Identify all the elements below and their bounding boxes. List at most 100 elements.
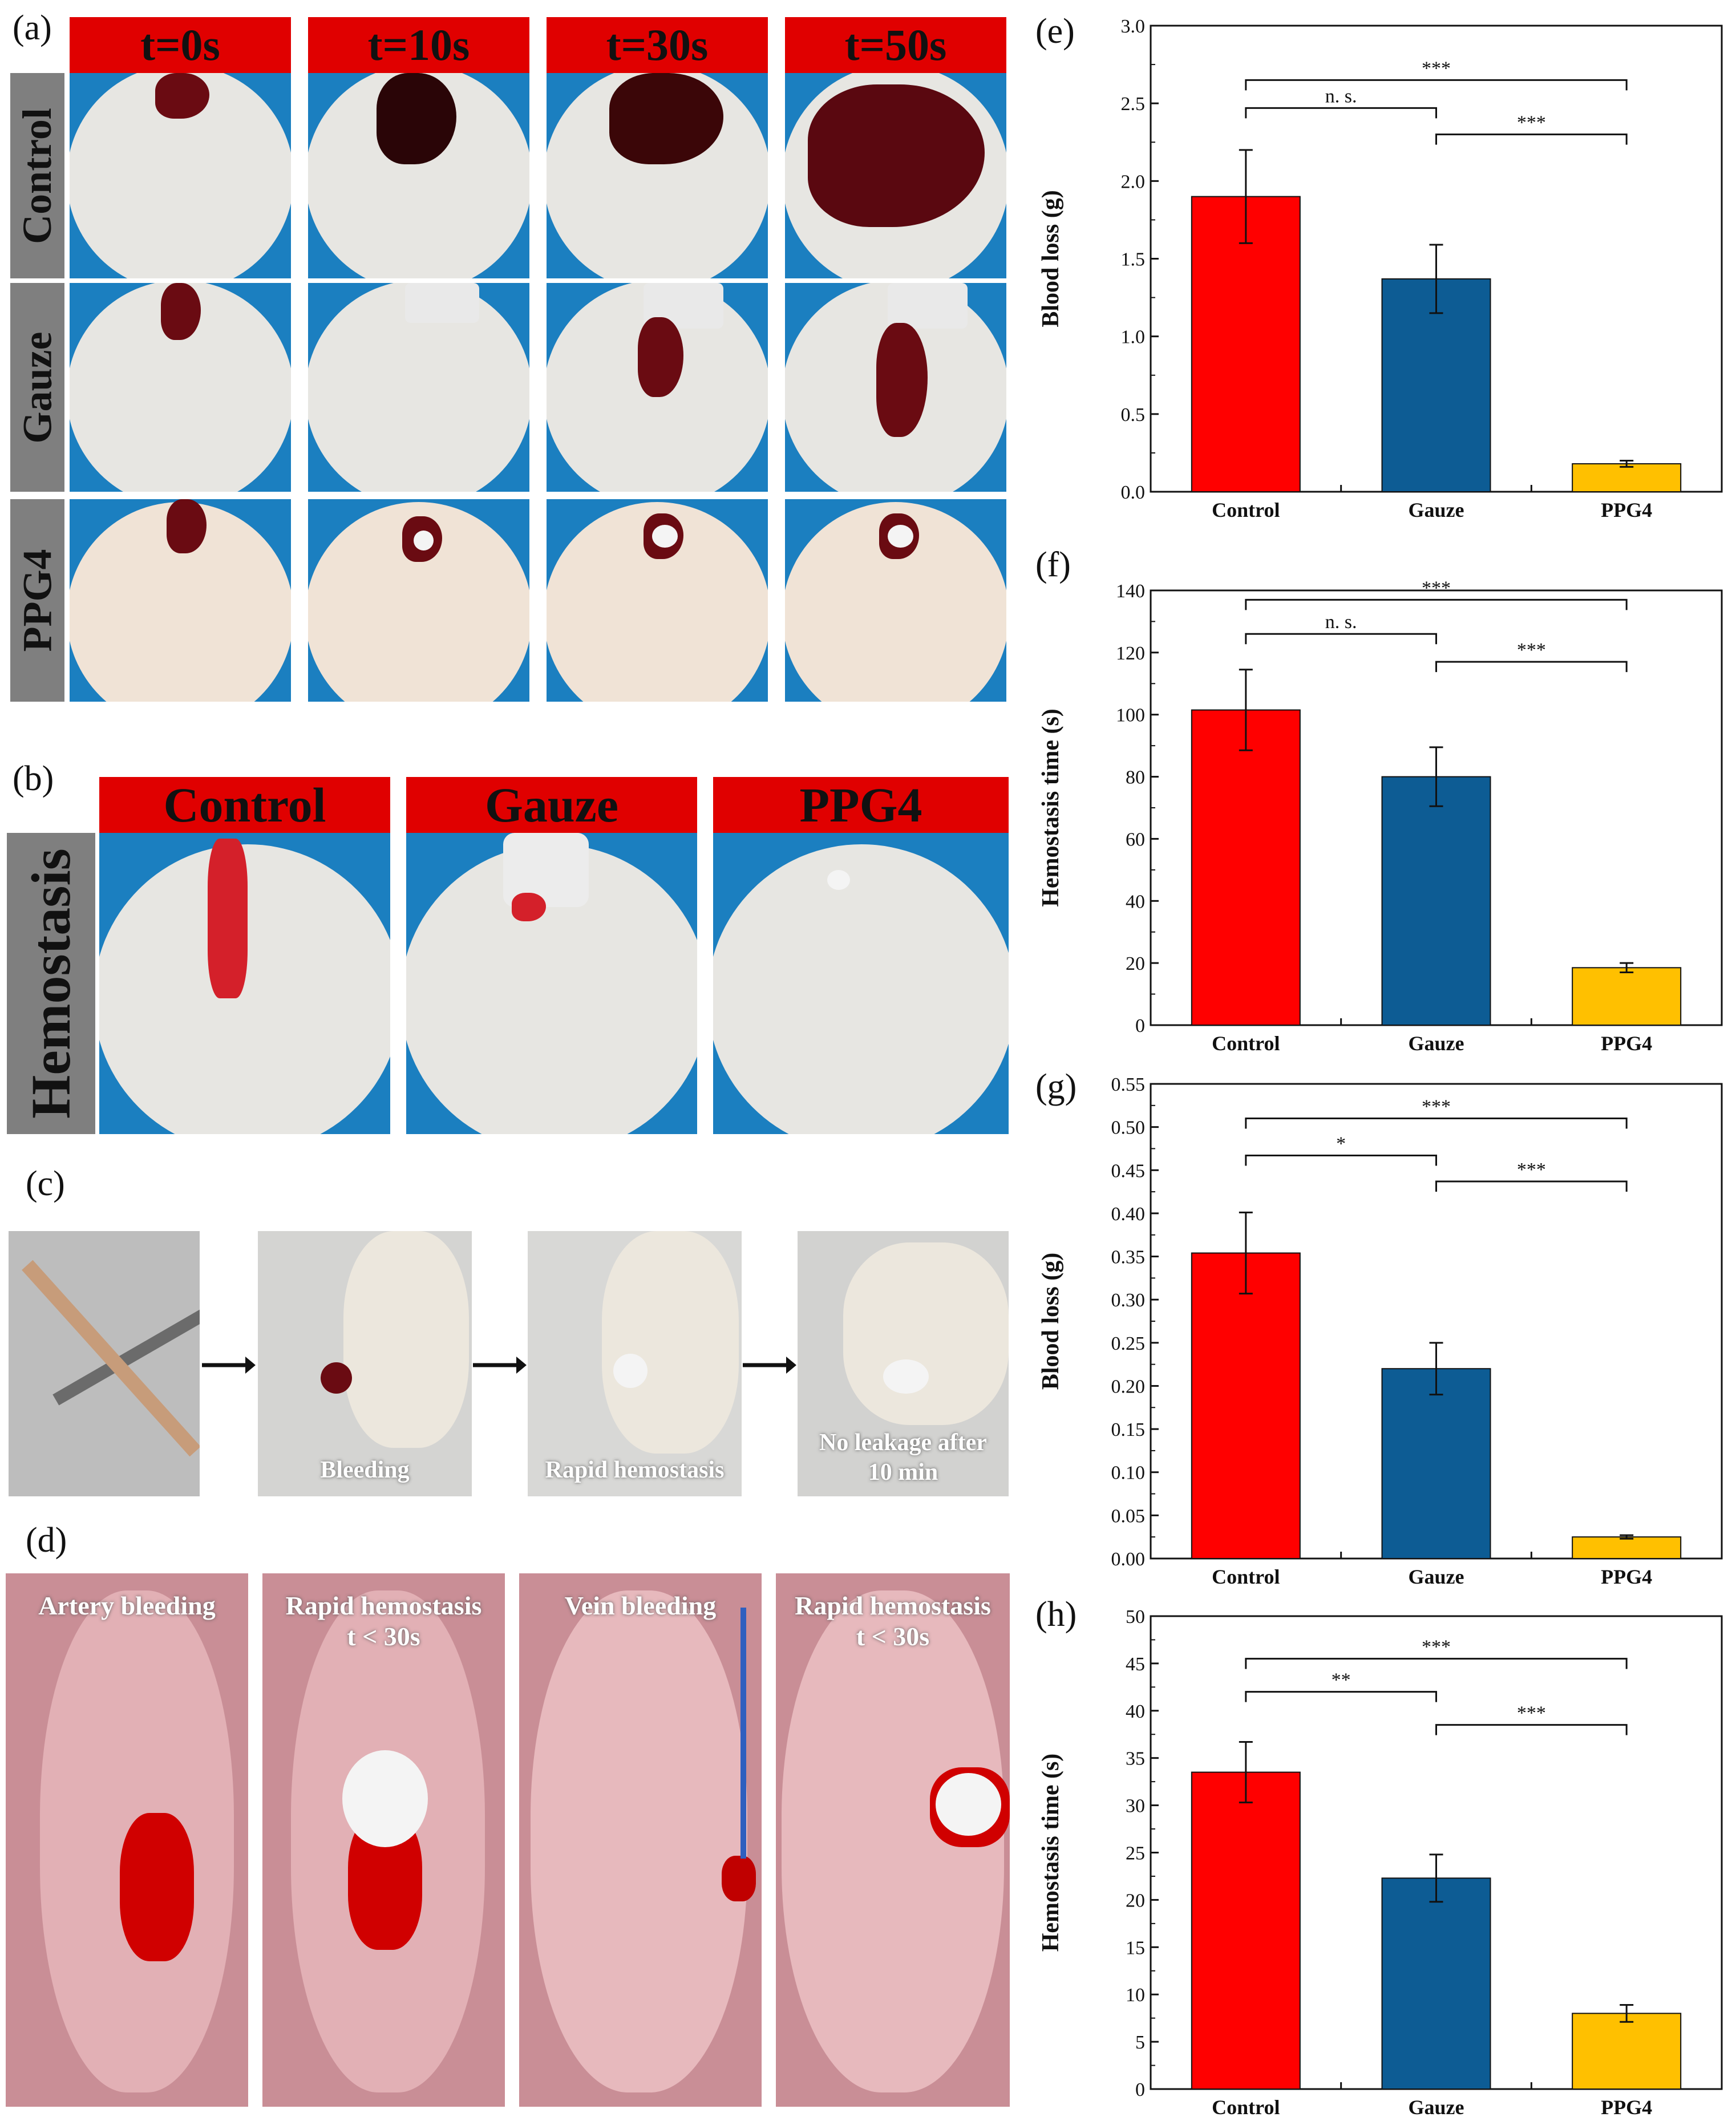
caption-d-rapid-2: Rapid hemostasis t < 30s	[795, 1591, 991, 1651]
photo-gauze-t50	[785, 283, 1006, 492]
significance-label: ***	[1517, 1703, 1546, 1724]
x-tick-label: PPG4	[1601, 2096, 1652, 2119]
x-tick-label: Control	[1212, 499, 1280, 521]
y-tick-label: 0.10	[1111, 1463, 1146, 1484]
bar-ppg4	[1572, 2013, 1682, 2090]
caption-c-bleeding: Bleeding	[320, 1457, 410, 1483]
significance-label: n. s.	[1325, 86, 1357, 107]
photo-control-t10	[308, 73, 529, 278]
photo-b-control	[99, 833, 390, 1134]
significance-label: ***	[1517, 1159, 1546, 1180]
photo-c-bleeding: Bleeding	[258, 1231, 472, 1496]
y-tick-label: 25	[1126, 1843, 1145, 1864]
significance-bracket	[1245, 1155, 1437, 1166]
significance-bracket	[1435, 133, 1628, 145]
y-tick-label: 20	[1126, 953, 1145, 974]
row-label-ppg4: PPG4	[10, 499, 64, 702]
bar-ppg4	[1572, 463, 1682, 492]
photo-b-gauze	[406, 833, 697, 1134]
y-axis-label: Blood loss (g)	[1038, 1253, 1064, 1390]
significance-label: ***	[1422, 1637, 1451, 1658]
y-tick-label: 1.0	[1121, 327, 1146, 348]
significance-bracket	[1245, 79, 1628, 91]
caption-c-rapid-hemostasis: Rapid hemostasis	[545, 1457, 725, 1483]
y-tick-label: 15	[1126, 1937, 1145, 1958]
bar-ppg4	[1572, 1536, 1682, 1560]
y-axis-label: Hemostasis time (s)	[1038, 1754, 1064, 1952]
photo-c-cut	[9, 1231, 200, 1496]
x-tick-label: PPG4	[1601, 1565, 1652, 1588]
significance-label: ***	[1422, 577, 1451, 598]
header-b-control: Control	[99, 777, 390, 833]
significance-label: **	[1332, 1670, 1351, 1691]
caption-c-no-leakage: No leakage after 10 min	[819, 1430, 987, 1485]
arrow-icon-3	[743, 1357, 796, 1374]
y-tick-label: 30	[1126, 1796, 1145, 1817]
y-tick-label: 100	[1116, 705, 1145, 726]
panel-b-label: (b)	[13, 759, 54, 798]
y-axis-label: Hemostasis time (s)	[1038, 709, 1064, 907]
photo-gauze-t0	[70, 283, 291, 492]
chart-g-blood-loss: 0.000.050.100.150.200.250.300.350.400.45…	[1038, 1074, 1723, 1588]
y-tick-label: 0.25	[1111, 1333, 1146, 1354]
bar-gauze	[1381, 776, 1491, 1026]
y-tick-label: 5	[1135, 2032, 1145, 2053]
y-tick-label: 35	[1126, 1748, 1145, 1770]
panel-g-label: (g)	[1035, 1067, 1077, 1106]
bar-gauze	[1381, 1368, 1491, 1559]
caption-d-vein: Vein bleeding	[564, 1591, 717, 1620]
bar-ppg4	[1572, 967, 1682, 1026]
photo-control-t0	[70, 73, 291, 278]
x-tick-label: Control	[1212, 1565, 1280, 1588]
photo-b-ppg4	[713, 833, 1009, 1134]
header-t0: t=0s	[70, 17, 291, 73]
arrow-icon-2	[473, 1357, 527, 1374]
bar-control	[1191, 1252, 1301, 1559]
header-b-ppg4: PPG4	[713, 777, 1009, 833]
significance-bracket	[1245, 107, 1437, 119]
y-tick-label: 2.0	[1121, 171, 1146, 192]
significance-label: ***	[1422, 58, 1451, 79]
caption-d-artery: Artery bleeding	[38, 1591, 216, 1620]
significance-bracket	[1245, 633, 1437, 645]
header-t30: t=30s	[547, 17, 768, 73]
photo-d-vein-bleeding: Vein bleeding	[519, 1573, 762, 2107]
y-tick-label: 50	[1126, 1606, 1145, 1628]
y-tick-label: 120	[1116, 643, 1145, 664]
significance-label: n. s.	[1325, 612, 1357, 633]
photo-ppg4-t30	[547, 499, 768, 702]
x-tick-label: Control	[1212, 1032, 1280, 1055]
photo-ppg4-t50	[785, 499, 1006, 702]
significance-bracket	[1245, 598, 1628, 610]
bar-control	[1191, 1771, 1301, 2090]
y-tick-label: 0.15	[1111, 1419, 1146, 1440]
row-label-hemostasis: Hemostasis	[7, 833, 95, 1134]
y-tick-label: 0.30	[1111, 1290, 1146, 1311]
x-tick-label: Gauze	[1409, 2096, 1464, 2119]
panel-h-label: (h)	[1035, 1595, 1077, 1634]
caption-d-rapid-1: Rapid hemostasis t < 30s	[285, 1591, 482, 1651]
photo-c-hemostasis: Rapid hemostasis	[528, 1231, 742, 1496]
photo-control-t30	[547, 73, 768, 278]
photo-d-artery-bleeding: Artery bleeding	[6, 1573, 248, 2107]
significance-bracket	[1245, 1691, 1437, 1702]
y-tick-label: 0.35	[1111, 1247, 1146, 1268]
header-b-gauze: Gauze	[406, 777, 697, 833]
significance-bracket	[1245, 1118, 1628, 1129]
significance-bracket	[1435, 1724, 1628, 1735]
x-tick-label: Control	[1212, 2096, 1280, 2119]
y-tick-label: 60	[1126, 829, 1145, 850]
bar-gauze	[1381, 1877, 1491, 2090]
significance-bracket	[1435, 661, 1628, 673]
photo-d-rapid-hemostasis-1: Rapid hemostasis t < 30s	[262, 1573, 505, 2107]
arrow-icon-1	[202, 1357, 256, 1374]
y-tick-label: 40	[1126, 1701, 1145, 1722]
y-tick-label: 0.45	[1111, 1160, 1146, 1181]
y-tick-label: 20	[1126, 1890, 1145, 1911]
photo-gauze-t10	[308, 283, 529, 492]
y-tick-label: 0.05	[1111, 1505, 1146, 1527]
significance-label: ***	[1517, 639, 1546, 661]
y-tick-label: 40	[1126, 891, 1145, 912]
